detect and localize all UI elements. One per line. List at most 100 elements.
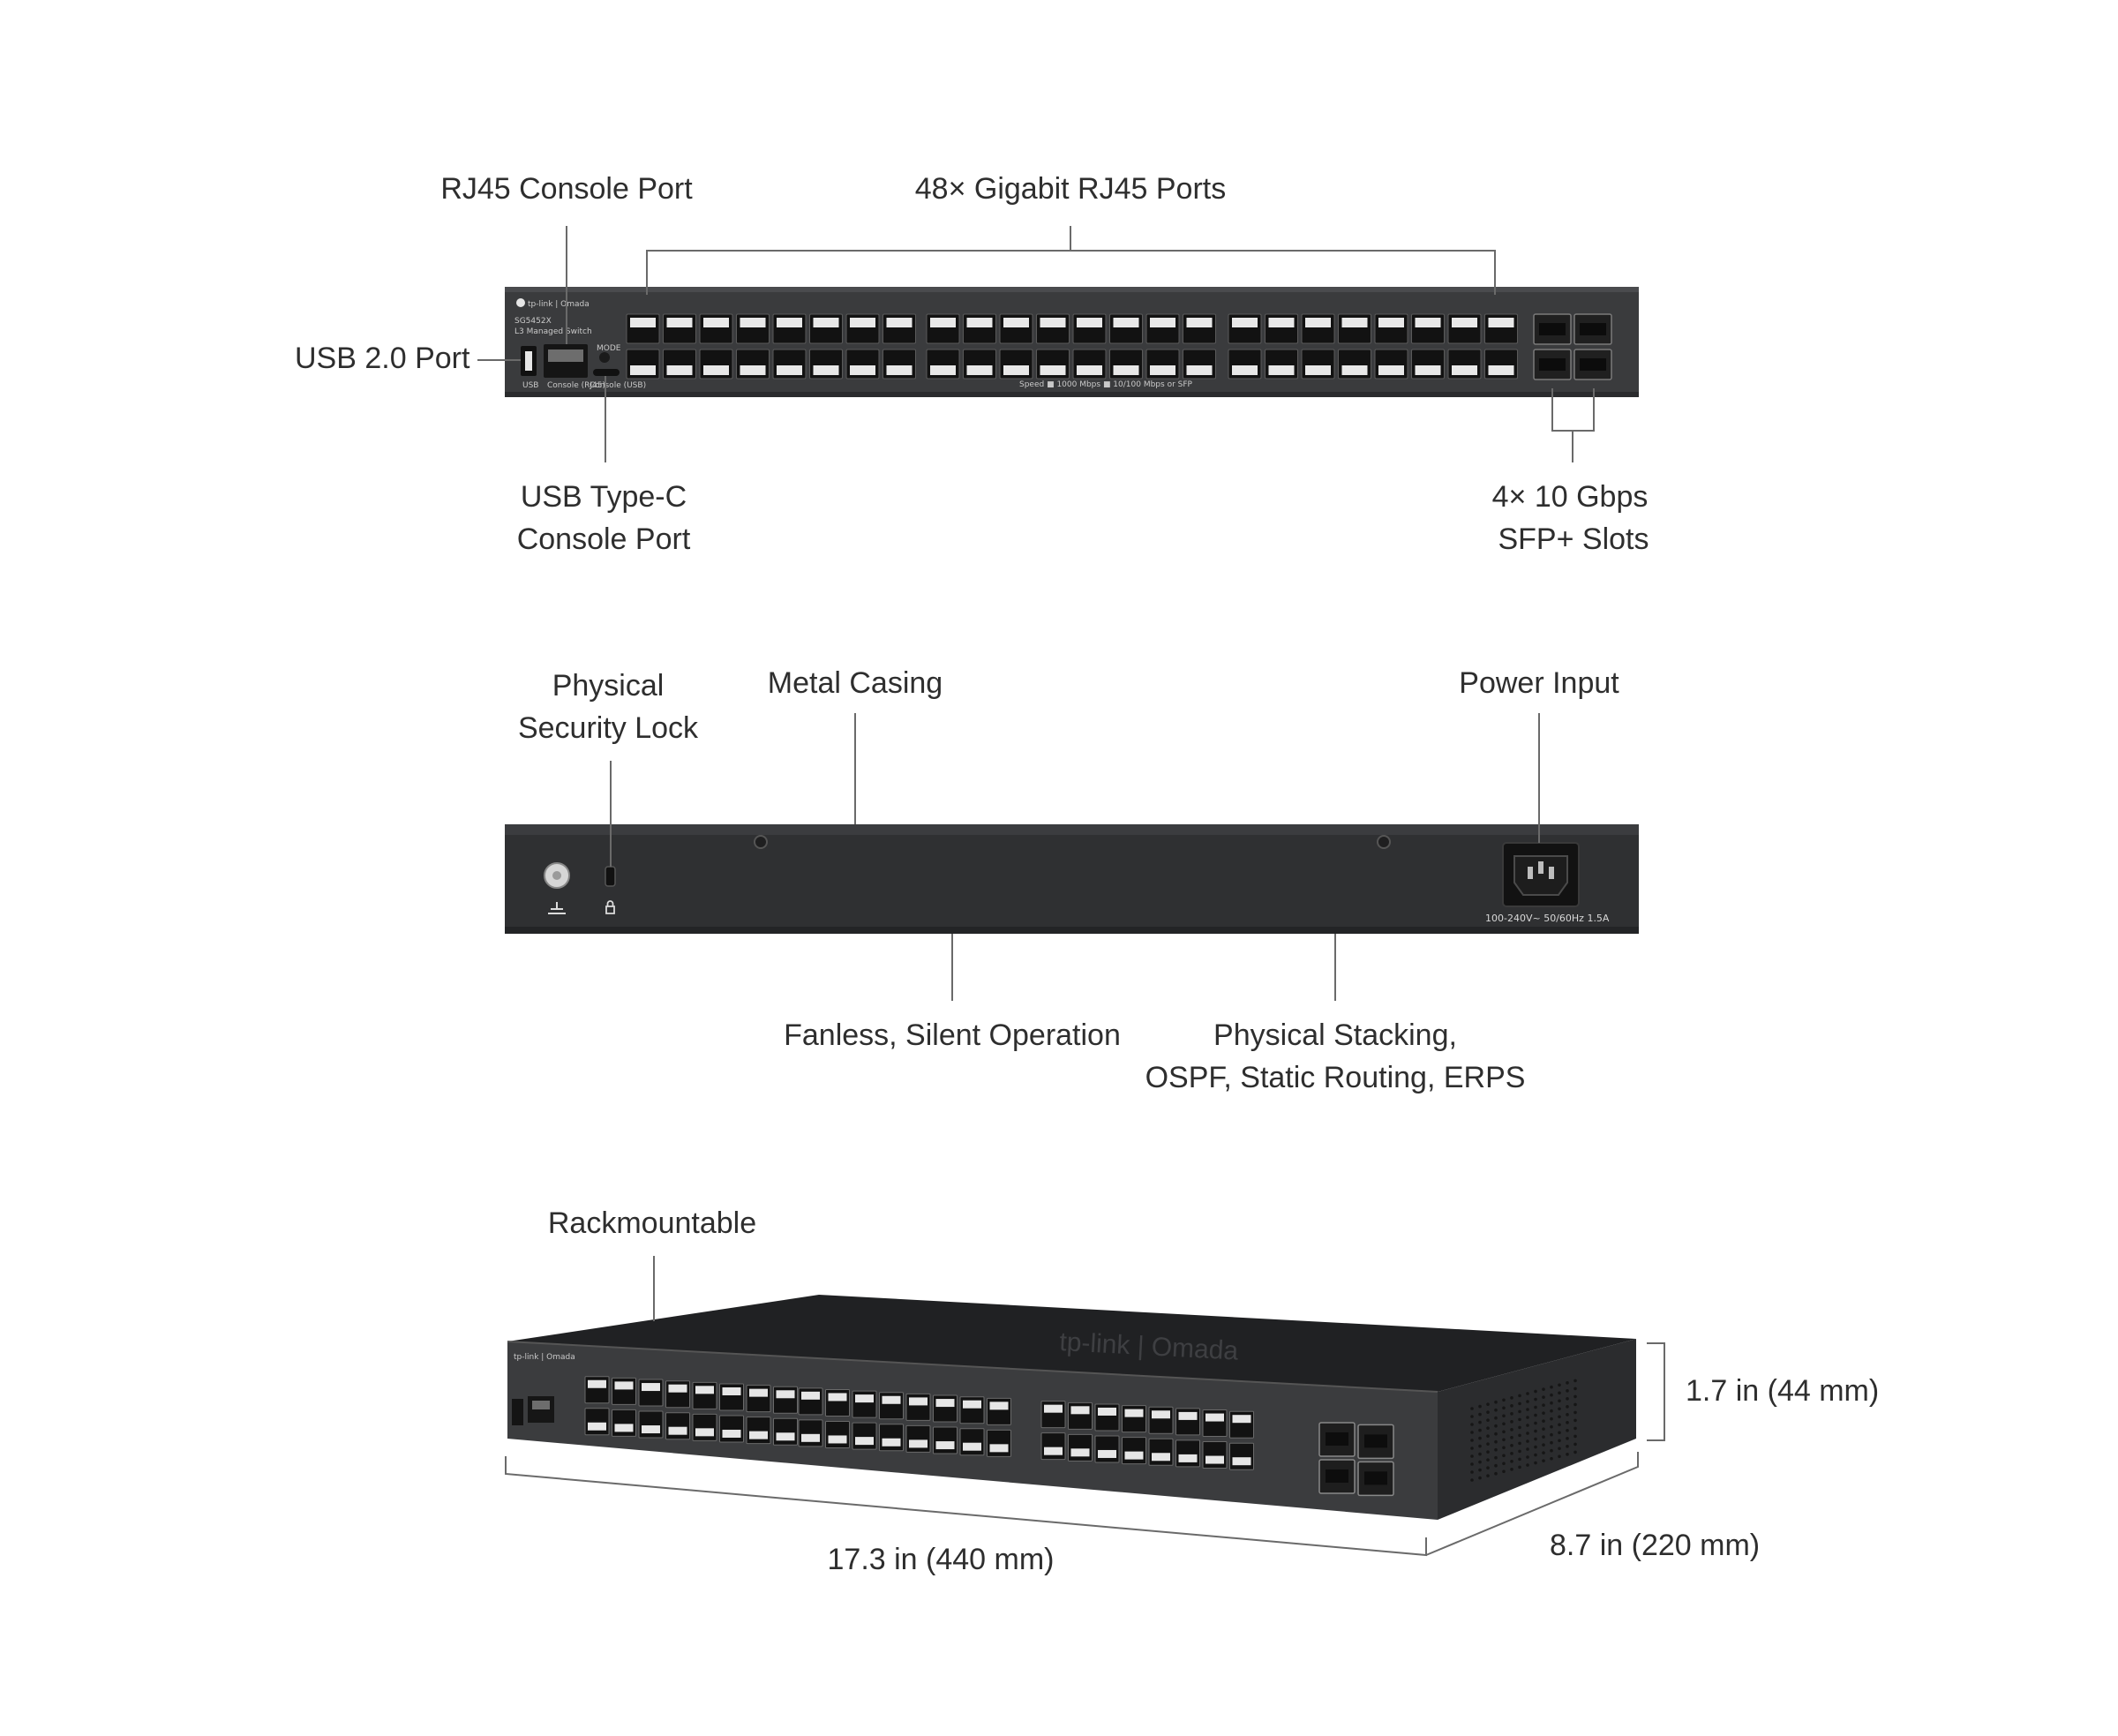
rj45-port-contacts — [813, 318, 839, 327]
vent-hole — [1550, 1456, 1553, 1461]
rj45-port-contacts — [777, 318, 802, 327]
vent-hole — [1558, 1439, 1561, 1443]
vent-hole — [1518, 1394, 1521, 1398]
iso-rj45-contacts — [1098, 1449, 1116, 1458]
vent-hole — [1494, 1424, 1498, 1428]
vent-hole — [1478, 1452, 1482, 1456]
vent-hole — [1510, 1404, 1513, 1408]
vent-hole — [1526, 1447, 1529, 1451]
vent-hole — [1510, 1460, 1513, 1463]
rj45-port-contacts — [1305, 318, 1331, 327]
label-lock-line1: Physical — [552, 669, 665, 703]
vent-hole — [1478, 1460, 1482, 1464]
iso-rj45-port — [905, 1424, 931, 1453]
security-lock-slot — [605, 866, 616, 887]
iso-rj45-contacts — [668, 1426, 687, 1435]
vent-hole — [1534, 1421, 1537, 1425]
rj45-port-contacts — [1415, 365, 1441, 375]
vent-hole — [1542, 1435, 1545, 1439]
iso-sfp-opening — [1364, 1434, 1387, 1448]
rj45-port-contacts — [1077, 318, 1102, 327]
iso-rj45-contacts — [614, 1381, 634, 1390]
iso-rj45-contacts — [614, 1424, 634, 1432]
vent-hole — [1478, 1476, 1482, 1480]
rj45-port-contacts — [1040, 365, 1066, 375]
vent-hole — [1486, 1426, 1490, 1430]
rj45-port-contacts — [850, 318, 875, 327]
vent-hole — [1566, 1429, 1569, 1432]
vent-hole — [1550, 1448, 1553, 1453]
vent-hole — [1478, 1468, 1482, 1472]
vent-hole — [1494, 1447, 1498, 1452]
vent-hole — [1573, 1410, 1577, 1415]
rj45-port-contacts — [1341, 318, 1368, 327]
iso-sfp-slot-array — [1318, 1422, 1394, 1497]
vent-hole — [1502, 1462, 1506, 1466]
vent-hole — [1494, 1408, 1498, 1412]
vent-hole — [1502, 1398, 1506, 1402]
iso-rj45-contacts — [801, 1433, 820, 1442]
dimension-height-line — [1647, 1342, 1665, 1441]
vent-hole — [1542, 1451, 1545, 1454]
vent-hole — [1566, 1405, 1569, 1409]
vent-hole — [1510, 1468, 1513, 1471]
label-stacking-line2: OSPF, Static Routing, ERPS — [1145, 1061, 1526, 1094]
brand-logo: tp-link | Omada — [516, 298, 590, 309]
rj45-port-contacts — [1077, 365, 1102, 375]
iso-rj45-contacts — [1232, 1457, 1251, 1466]
rj45-port-contacts — [1113, 365, 1139, 375]
iso-rj45-contacts — [828, 1435, 847, 1444]
vent-hole — [1486, 1466, 1490, 1469]
rj45-port-contacts — [1150, 365, 1175, 375]
iso-rj45-port — [773, 1417, 798, 1446]
vent-hole — [1526, 1439, 1529, 1443]
iso-rj45-contacts — [668, 1384, 687, 1393]
vent-hole — [1502, 1446, 1506, 1450]
vent-hole — [1550, 1417, 1553, 1421]
rj45-port-contacts — [1305, 365, 1331, 375]
rj45-port-contacts — [1488, 365, 1514, 375]
iso-rj45-port — [798, 1419, 823, 1447]
vent-hole — [1518, 1449, 1521, 1454]
label-rj45-console-port: RJ45 Console Port — [440, 172, 693, 206]
label-metal-casing: Metal Casing — [768, 666, 943, 700]
vent-hole — [1486, 1434, 1490, 1438]
label-usbc-line1: USB Type-C — [521, 480, 687, 514]
vent-hole — [1558, 1407, 1561, 1411]
rj45-port-contacts — [1232, 365, 1258, 375]
iso-sfp-opening — [1326, 1432, 1348, 1446]
vent-hole — [1566, 1389, 1569, 1393]
vent-hole — [1534, 1453, 1537, 1457]
sfp-slot-opening — [1539, 358, 1566, 371]
vent-hole — [1534, 1429, 1537, 1433]
rear-screw-right — [1377, 835, 1391, 849]
vent-hole — [1534, 1405, 1537, 1409]
vent-hole — [1502, 1454, 1506, 1458]
rj45-port-contacts — [740, 365, 766, 375]
rj45-port-contacts — [630, 365, 656, 375]
vent-hole — [1558, 1454, 1561, 1459]
vent-hole — [1534, 1445, 1537, 1449]
iso-rj45-contacts — [801, 1391, 820, 1400]
rj45-port-contacts — [1452, 318, 1477, 327]
iso-rj45-contacts — [1070, 1448, 1090, 1457]
vent-hole — [1526, 1432, 1529, 1435]
iso-rj45-contacts — [722, 1387, 741, 1395]
iso-rj45-contacts — [722, 1429, 741, 1438]
vent-hole — [1573, 1402, 1577, 1407]
iso-rj45-contacts — [695, 1386, 714, 1394]
vent-hole — [1558, 1423, 1561, 1427]
usbc-console-port — [593, 369, 620, 376]
vent-hole — [1558, 1391, 1561, 1395]
vent-hole — [1478, 1404, 1482, 1409]
vent-hole — [1518, 1441, 1521, 1446]
rear-screw-left — [754, 835, 768, 849]
gigabit-port-array — [626, 313, 1518, 380]
vent-hole — [1542, 1443, 1545, 1447]
iso-rj45-contacts — [749, 1431, 768, 1439]
iso-rj45-port — [612, 1409, 636, 1437]
vent-hole — [1486, 1474, 1490, 1477]
vent-hole — [1478, 1444, 1482, 1448]
vent-hole — [1526, 1455, 1529, 1459]
vent-hole — [1486, 1402, 1490, 1406]
